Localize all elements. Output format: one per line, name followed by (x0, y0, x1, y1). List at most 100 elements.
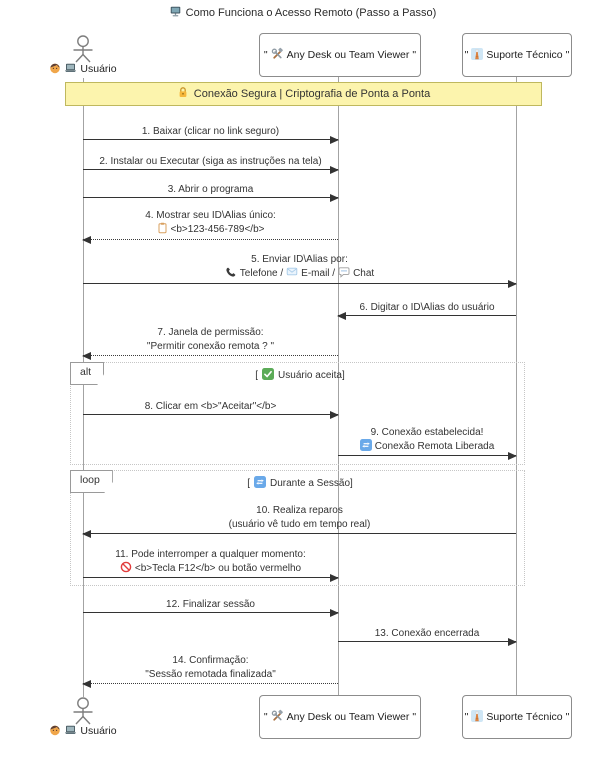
message-13-arrow (338, 637, 517, 646)
message-5-part-email: E-mail / (301, 267, 336, 279)
phone-icon (225, 266, 237, 281)
clipboard-icon (157, 222, 168, 237)
quote-close: " (412, 49, 417, 61)
lock-icon (177, 86, 189, 102)
message-5-arrow (83, 279, 517, 288)
message-1-label: 1. Baixar (clicar no link seguro) (83, 124, 338, 138)
message-11-label: 11. Pode interromper a qualquer momento:… (83, 547, 338, 575)
loop-frame (70, 470, 525, 586)
message-3-label: 3. Abrir o programa (83, 182, 338, 196)
message-6-text: 6. Digitar o ID\Alias do usuário (359, 301, 495, 313)
repeat-icon (359, 438, 372, 454)
message-7-text-line2: "Permitir conexão remota ? " (146, 340, 275, 352)
message-10-label: 10. Realiza reparos (usuário vê tudo em … (83, 503, 516, 531)
alt-frame-label: alt (70, 362, 105, 385)
quote-open: " (263, 49, 268, 61)
computer-icon (169, 5, 182, 21)
alt-condition-bracket: [ (255, 370, 259, 381)
tower-icon (471, 47, 484, 63)
message-14-text-line1: 14. Confirmação: (172, 654, 249, 666)
message-9-text-line2: Conexão Remota Liberada (374, 440, 495, 452)
loop-condition-bracket: [ (247, 478, 250, 489)
secure-connection-note-text: Conexão Segura | Criptografia de Ponta a… (193, 88, 431, 100)
message-7-text-line1: 7. Janela de permissão: (157, 326, 264, 338)
hammer-wrench-icon (271, 47, 284, 63)
message-1-arrow (83, 135, 339, 144)
message-7-label: 7. Janela de permissão: "Permitir conexã… (83, 325, 338, 353)
man-face-icon (49, 724, 61, 739)
alt-condition-text: Usuário aceita] (278, 370, 345, 381)
message-2-text: 2. Instalar ou Executar (siga as instruç… (99, 155, 322, 167)
participant-support-label: Suporte Técnico (486, 49, 563, 61)
message-8-text: 8. Clicar em <b>"Aceitar"</b> (144, 400, 277, 412)
participant-support-label: Suporte Técnico (486, 711, 563, 723)
quote-close: " (565, 49, 570, 61)
laptop-icon (64, 62, 77, 77)
message-11-text-line1: 11. Pode interromper a qualquer momento: (115, 548, 306, 560)
message-2-label: 2. Instalar ou Executar (siga as instruç… (83, 154, 338, 168)
message-3-text: 3. Abrir o programa (167, 183, 254, 195)
message-13-text: 13. Conexão encerrada (374, 627, 480, 639)
message-8-arrow (83, 410, 339, 419)
alt-frame (70, 362, 525, 465)
message-12-text: 12. Finalizar sessão (166, 598, 255, 610)
laptop-icon (64, 724, 77, 739)
loop-condition: [ Durante a Sessão] (120, 476, 480, 491)
quote-open: " (464, 49, 469, 61)
quote-open: " (263, 711, 268, 723)
actor-user-label: Usuário (80, 63, 117, 75)
message-4-text-line2: <b>123-456-789</b> (170, 223, 265, 235)
diagram-title: Como Funciona o Acesso Remoto (Passo a P… (0, 5, 605, 21)
quote-open: " (464, 711, 469, 723)
message-4-text-line1: 4. Mostrar seu ID\Alias único: (145, 209, 276, 221)
message-7-arrow (82, 351, 338, 360)
lifeline-user (83, 78, 84, 697)
loop-frame-label: loop (70, 470, 113, 493)
message-2-arrow (83, 165, 339, 174)
message-10-text-line2: (usuário vê tudo em tempo real) (228, 518, 371, 530)
hammer-wrench-icon (271, 709, 284, 725)
participant-app-label: Any Desk ou Team Viewer (286, 711, 410, 723)
message-6-label: 6. Digitar o ID\Alias do usuário (338, 300, 516, 314)
message-8-label: 8. Clicar em <b>"Aceitar"</b> (83, 399, 338, 413)
message-3-arrow (83, 193, 339, 202)
message-10-arrow (82, 529, 516, 538)
lifeline-support (516, 75, 517, 695)
message-9-text-line1: 9. Conexão estabelecida! (370, 426, 484, 438)
message-4-arrow (82, 235, 338, 244)
message-11-arrow (83, 573, 339, 582)
participant-app-label: Any Desk ou Team Viewer (286, 49, 410, 61)
message-14-arrow (82, 679, 338, 688)
quote-close: " (565, 711, 570, 723)
message-6-arrow (337, 311, 516, 320)
actor-figure-top (73, 35, 93, 63)
actor-user-top: Usuário (13, 61, 153, 77)
diagram-title-text: Como Funciona o Acesso Remoto (Passo a P… (185, 7, 437, 19)
message-9-arrow (338, 451, 517, 460)
message-1-text: 1. Baixar (clicar no link seguro) (141, 125, 280, 137)
message-11-text-line2: <b>Tecla F12</b> ou botão vermelho (134, 562, 302, 574)
participant-support-bottom: " Suporte Técnico " (462, 695, 572, 739)
message-4-label: 4. Mostrar seu ID\Alias único: <b>123-45… (83, 208, 338, 236)
message-5-part-chat: Chat (353, 267, 375, 279)
actor-figure-bottom (73, 697, 93, 725)
lifeline-app (338, 75, 339, 695)
loop-condition-text: Durante a Sessão] (269, 478, 353, 489)
participant-app-bottom: " Any Desk ou Team Viewer " (259, 695, 421, 739)
message-5-label: 5. Enviar ID\Alias por: Telefone / E-mai… (83, 252, 516, 280)
cycle-icon (253, 476, 266, 491)
message-14-text-line2: "Sessão remotada finalizada" (145, 668, 276, 680)
secure-connection-note: Conexão Segura | Criptografia de Ponta a… (65, 82, 542, 106)
man-face-icon (49, 62, 61, 77)
actor-user-bottom: Usuário (13, 723, 153, 739)
email-icon (286, 266, 298, 280)
alt-condition: [ Usuário aceita] (120, 368, 480, 383)
message-14-label: 14. Confirmação: "Sessão remotada finali… (83, 653, 338, 681)
message-9-label: 9. Conexão estabelecida! Conexão Remota … (338, 425, 516, 453)
check-mark-icon (262, 368, 275, 383)
participant-support-top: " Suporte Técnico " (462, 33, 572, 77)
chat-icon (338, 266, 350, 281)
tower-icon (471, 709, 484, 725)
message-13-label: 13. Conexão encerrada (338, 626, 516, 640)
